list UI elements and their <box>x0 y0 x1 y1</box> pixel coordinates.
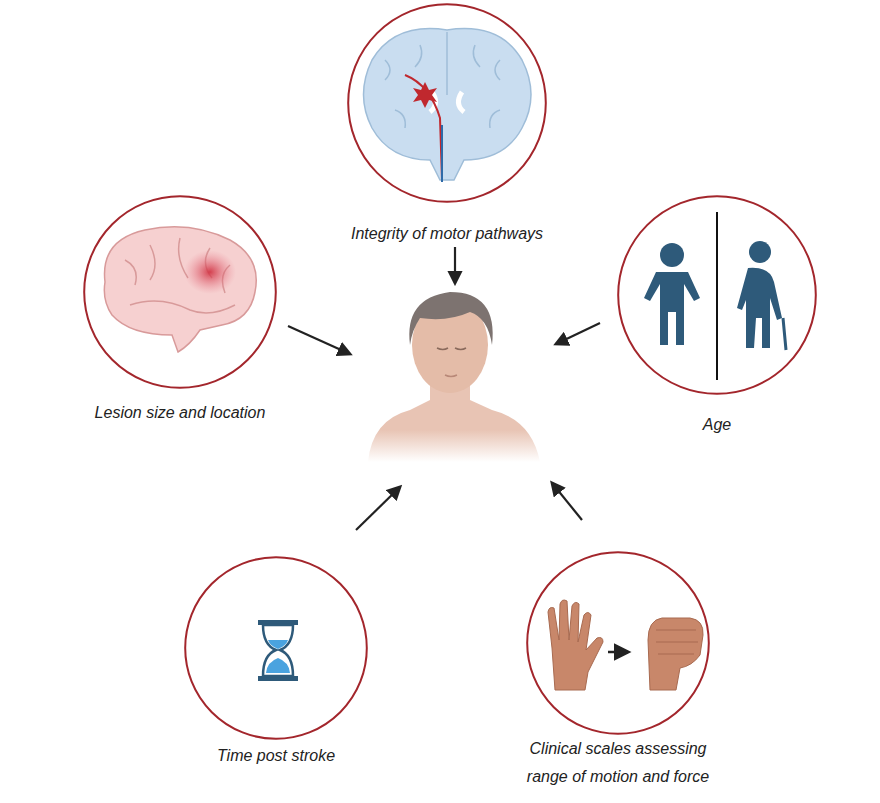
factor-circle: Integrity of motor pathways <box>347 3 547 203</box>
circle-outline <box>184 556 368 740</box>
factor-label: Age <box>617 411 817 439</box>
factor-circle: Time post stroke <box>184 556 368 740</box>
circle-outline <box>617 195 817 395</box>
age-figures <box>644 212 786 380</box>
factor-label: Lesion size and location <box>50 399 310 427</box>
factor-circle: Clinical scales assessing range of motio… <box>526 551 710 735</box>
patient-figure <box>368 292 540 462</box>
hand-open-close <box>548 600 703 690</box>
factor-circle: Lesion size and location <box>83 195 277 389</box>
coronal-brain <box>364 29 532 182</box>
influence-arrows <box>288 247 600 530</box>
factor-label: Integrity of motor pathways <box>297 220 597 248</box>
factor-label: Clinical scales assessing range of motio… <box>508 735 728 791</box>
hourglass-icon <box>258 620 298 681</box>
circle-outline <box>347 3 547 203</box>
circle-outline <box>83 195 277 389</box>
circle-outline <box>526 551 710 735</box>
lateral-brain <box>104 227 256 352</box>
factor-circle: Age <box>617 195 817 395</box>
factor-label: Time post stroke <box>156 742 396 770</box>
